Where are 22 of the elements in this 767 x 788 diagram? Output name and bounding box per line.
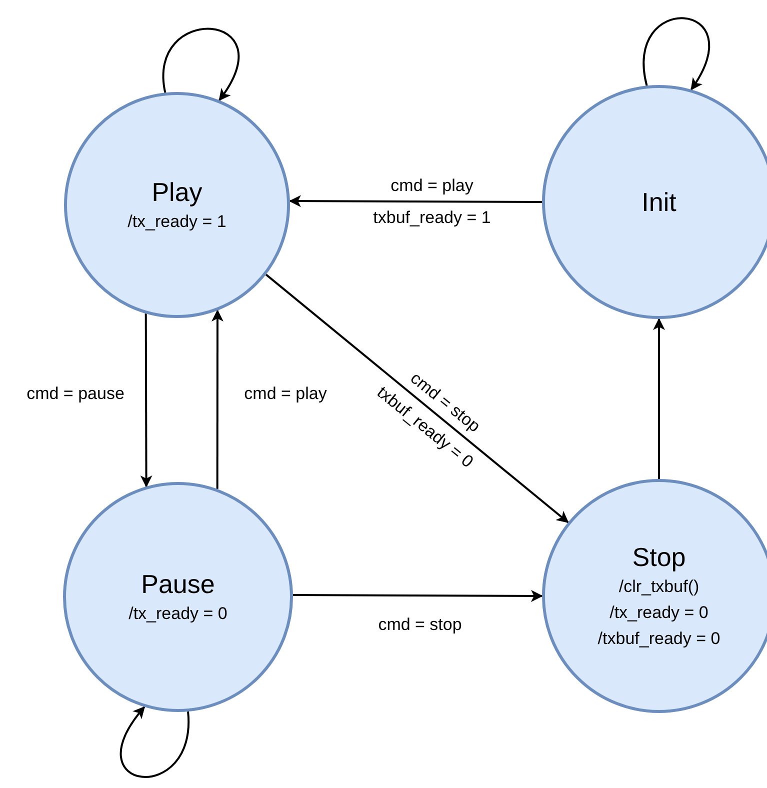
state-action: /txbuf_ready = 0 xyxy=(598,628,720,650)
self-loop-arrow xyxy=(162,28,240,102)
arrow xyxy=(211,310,224,489)
arrow xyxy=(265,274,569,524)
state-action: /tx_ready = 0 xyxy=(610,602,708,624)
state-action: /clr_txbuf() xyxy=(618,576,700,598)
edge-label: cmd = play xyxy=(243,383,328,405)
state-name: Init xyxy=(642,186,676,219)
edge-label: cmd = pause xyxy=(26,383,126,405)
state-name: Stop xyxy=(632,541,686,574)
state-action: /tx_ready = 1 xyxy=(128,211,226,233)
edge-label: cmd = stop xyxy=(377,614,463,636)
self-loop-arrow xyxy=(642,17,710,90)
arrow xyxy=(292,590,543,602)
state-name: Pause xyxy=(141,568,215,601)
arrow xyxy=(140,314,152,488)
edge-label: cmd = play txbuf_ready = 1 xyxy=(372,175,492,229)
state-name: Play xyxy=(152,176,202,209)
self-loop-arrow xyxy=(120,706,190,778)
state-action: /tx_ready = 0 xyxy=(128,603,228,625)
arrow xyxy=(288,195,542,208)
arrow xyxy=(653,318,665,479)
